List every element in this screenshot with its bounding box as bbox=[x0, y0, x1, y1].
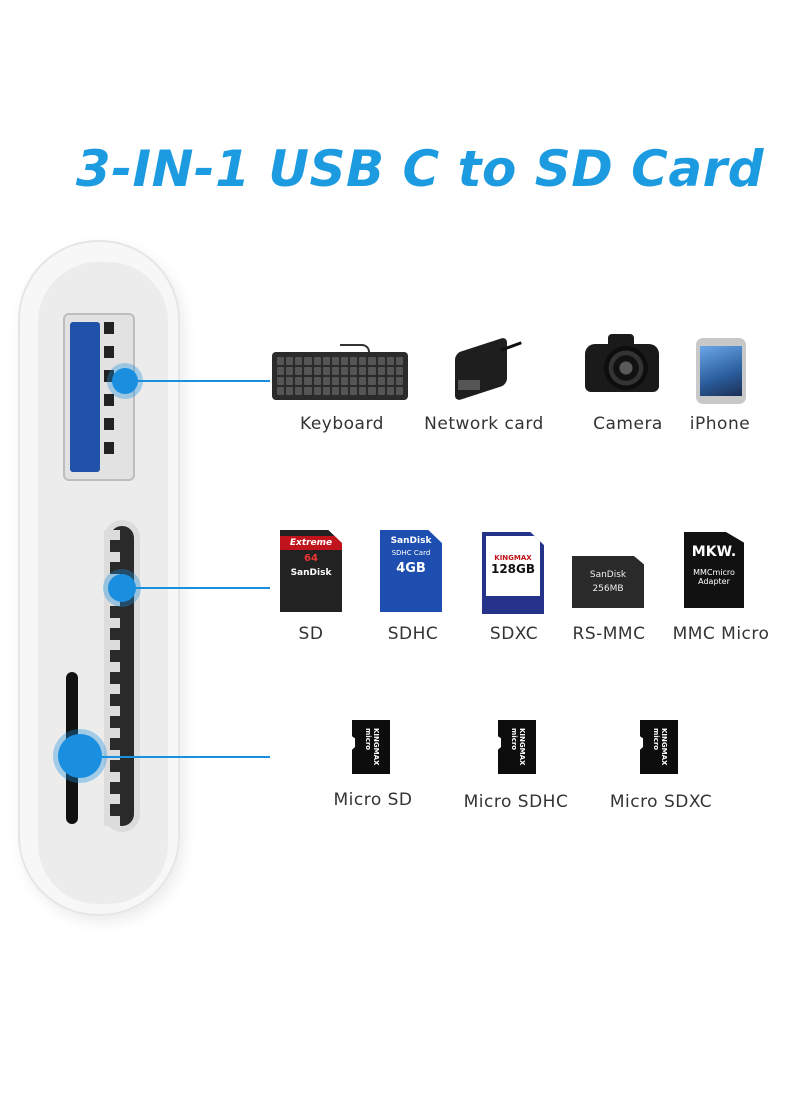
rs-mmc-card-icon: SanDisk 256MB bbox=[572, 556, 644, 608]
usb-connector-line bbox=[124, 380, 270, 382]
page-title: 3-IN-1 USB C to SD Card bbox=[75, 140, 765, 198]
micro-sdxc-icon: KINGMAX micro bbox=[640, 720, 678, 774]
sdhc-label: SDHC bbox=[387, 624, 439, 644]
microsd-connector-line bbox=[84, 756, 270, 758]
micro-sdxc-label: Micro SDXC bbox=[609, 792, 713, 812]
usb-pins bbox=[100, 322, 118, 472]
usb-port-dot bbox=[112, 368, 138, 394]
micro-sdhc-label: Micro SDHC bbox=[463, 792, 569, 812]
micro-sd-label: Micro SD bbox=[333, 790, 413, 810]
sd-label: SD bbox=[298, 624, 324, 644]
usb-tongue bbox=[70, 322, 100, 472]
sdxc-card-icon: KINGMAX 128GB bbox=[482, 532, 544, 614]
micro-sdhc-icon: KINGMAX micro bbox=[498, 720, 536, 774]
mmc-micro-label: MMC Micro bbox=[672, 624, 770, 644]
keyboard-label: Keyboard bbox=[300, 414, 384, 434]
mmc-micro-card-icon: MKW. MMCmicro Adapter bbox=[684, 532, 744, 608]
sdhc-card-icon: SanDisk SDHC Card 4GB bbox=[380, 530, 442, 612]
micro-sd-icon: KINGMAX micro bbox=[352, 720, 390, 774]
microsd-slot-dot bbox=[58, 734, 102, 778]
network-card-label: Network card bbox=[424, 414, 544, 434]
iphone-label: iPhone bbox=[689, 414, 751, 434]
sd-card-icon: Extreme 64 SanDisk bbox=[280, 530, 342, 612]
sd-slot-teeth bbox=[104, 530, 120, 826]
sdxc-label: SDXC bbox=[489, 624, 539, 644]
sd-connector-line bbox=[122, 587, 270, 589]
rs-mmc-label: RS-MMC bbox=[572, 624, 646, 644]
sd-slot-dot bbox=[108, 574, 136, 602]
camera-label: Camera bbox=[593, 414, 663, 434]
